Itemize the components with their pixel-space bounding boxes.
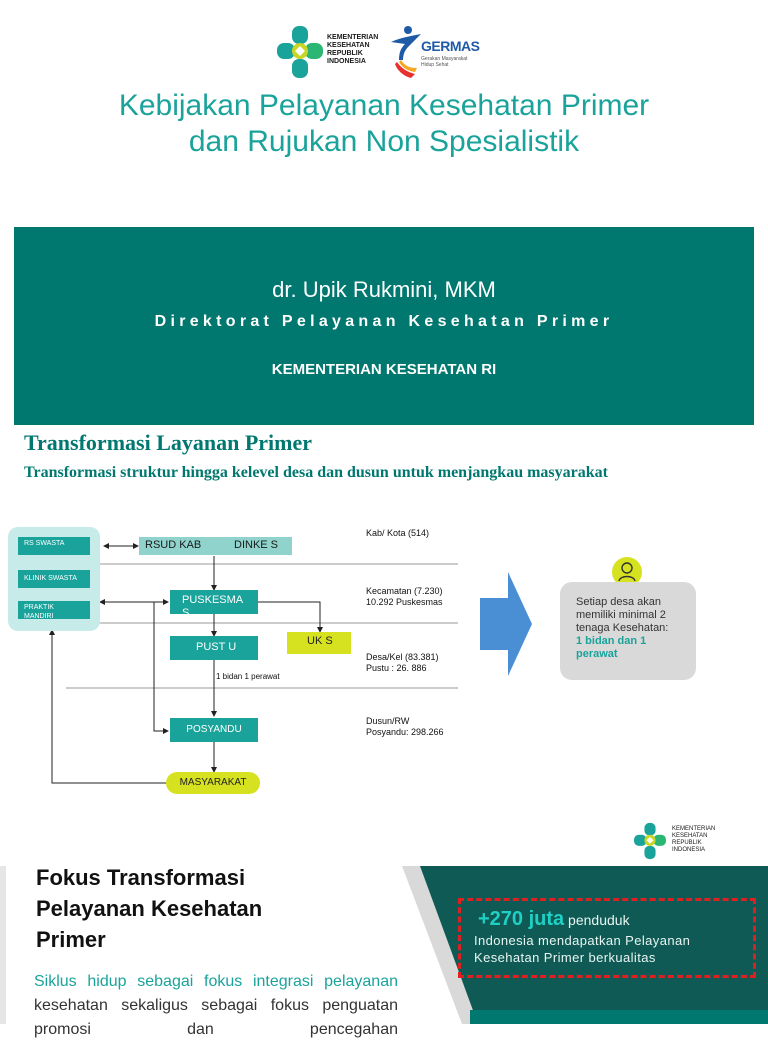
rs-swasta-box: RS SWASTA xyxy=(18,537,90,555)
masyarakat-box: MASYARAKAT xyxy=(166,772,260,794)
germas-figure-icon xyxy=(391,26,421,78)
right-arrow-icon xyxy=(480,572,532,676)
directorate-name: Direktorat Pelayanan Kesehatan Primer xyxy=(154,313,614,330)
fokus-body-highlight: Siklus hidup sebagai fokus integrasi pel… xyxy=(34,973,398,990)
puskesmas-box: PUSKESMA S xyxy=(170,590,258,614)
presenter-banner: dr. Upik Rukmini, MKM Direktorat Pelayan… xyxy=(14,227,754,425)
germas-logo-text: GERMAS xyxy=(421,38,480,54)
stat-number-lead: penduduk xyxy=(564,912,630,928)
level-kab: Kab/ Kota (514) xyxy=(366,528,430,538)
kemenkes-logo-text: KEMENTERIAN KESEHATAN REPUBLIK INDONESIA xyxy=(327,34,379,65)
kemenkes-cross-icon xyxy=(277,26,323,78)
posyandu-box: POSYANDU xyxy=(170,718,258,742)
pustu-box: PUST U xyxy=(170,636,258,660)
fokus-body-rest: kesehatan sekaligus sebagai fokus pengua… xyxy=(34,997,398,1038)
info-box: Setiap desa akan memiliki minimal 2 tena… xyxy=(560,582,696,680)
presenter-name: dr. Upik Rukmini, MKM xyxy=(272,277,496,302)
transformasi-subtitle: Transformasi struktur hingga kelevel des… xyxy=(24,464,608,481)
stat-text: Indonesia mendapatkan Pelayanan Kesehata… xyxy=(474,933,691,965)
pustu-staff-note: 1 bidan 1 perawat xyxy=(216,672,280,681)
slide-title-line1: Kebijakan Pelayanan Kesehatan Primer xyxy=(118,89,650,122)
fokus-body: Siklus hidup sebagai fokus integrasi pel… xyxy=(34,970,398,1042)
info-highlight: 1 bidan dan 1 perawat xyxy=(576,635,647,660)
info-text: Setiap desa akan memiliki minimal 2 tena… xyxy=(576,596,669,634)
fokus-title: Fokus Transformasi Pelayanan Kesehatan P… xyxy=(36,865,263,952)
uks-box: UK S xyxy=(287,632,351,654)
fokus-kemenkes-logo-text: KEMENTERIAN KESEHATAN REPUBLIK INDONESIA xyxy=(672,826,716,853)
slide-title-line2: dan Rujukan Non Spesialistik xyxy=(188,125,580,158)
stat-number: +270 juta penduduk xyxy=(478,908,630,931)
dinkes-box: DINKE S xyxy=(214,537,292,555)
rsud-kab-box: RSUD KAB xyxy=(139,537,215,555)
level-dusun: Dusun/RW Posyandu: 298.266 xyxy=(366,716,444,737)
stat-number-value: +270 juta xyxy=(478,908,565,930)
ministry-name: KEMENTERIAN KESEHATAN RI xyxy=(271,361,497,378)
germas-tagline: Gerakan Masyarakat Hidup Sehat xyxy=(421,56,468,68)
level-kecamatan: Kecamatan (7.230) 10.292 Puskesmas xyxy=(366,586,443,607)
transformasi-title: Transformasi Layanan Primer xyxy=(24,430,313,455)
fokus-kemenkes-logo xyxy=(634,822,666,860)
fokus-dark-panel xyxy=(402,866,768,1024)
fokus-left-shadow xyxy=(0,866,6,1024)
slide-title: Kebijakan Pelayanan Kesehatan Primer dan… xyxy=(0,88,768,160)
level-desa: Desa/Kel (83.381) Pustu : 26. 886 xyxy=(366,652,439,673)
praktik-mandiri-box: PRAKTIK MANDIRI xyxy=(18,601,90,619)
klinik-swasta-box: KLINIK SWASTA xyxy=(18,570,90,588)
germas-logo xyxy=(389,24,423,78)
kemenkes-cross-icon xyxy=(634,822,666,860)
kemenkes-logo xyxy=(277,26,323,78)
stat-frame xyxy=(458,898,756,978)
structure-connectors xyxy=(49,543,458,784)
